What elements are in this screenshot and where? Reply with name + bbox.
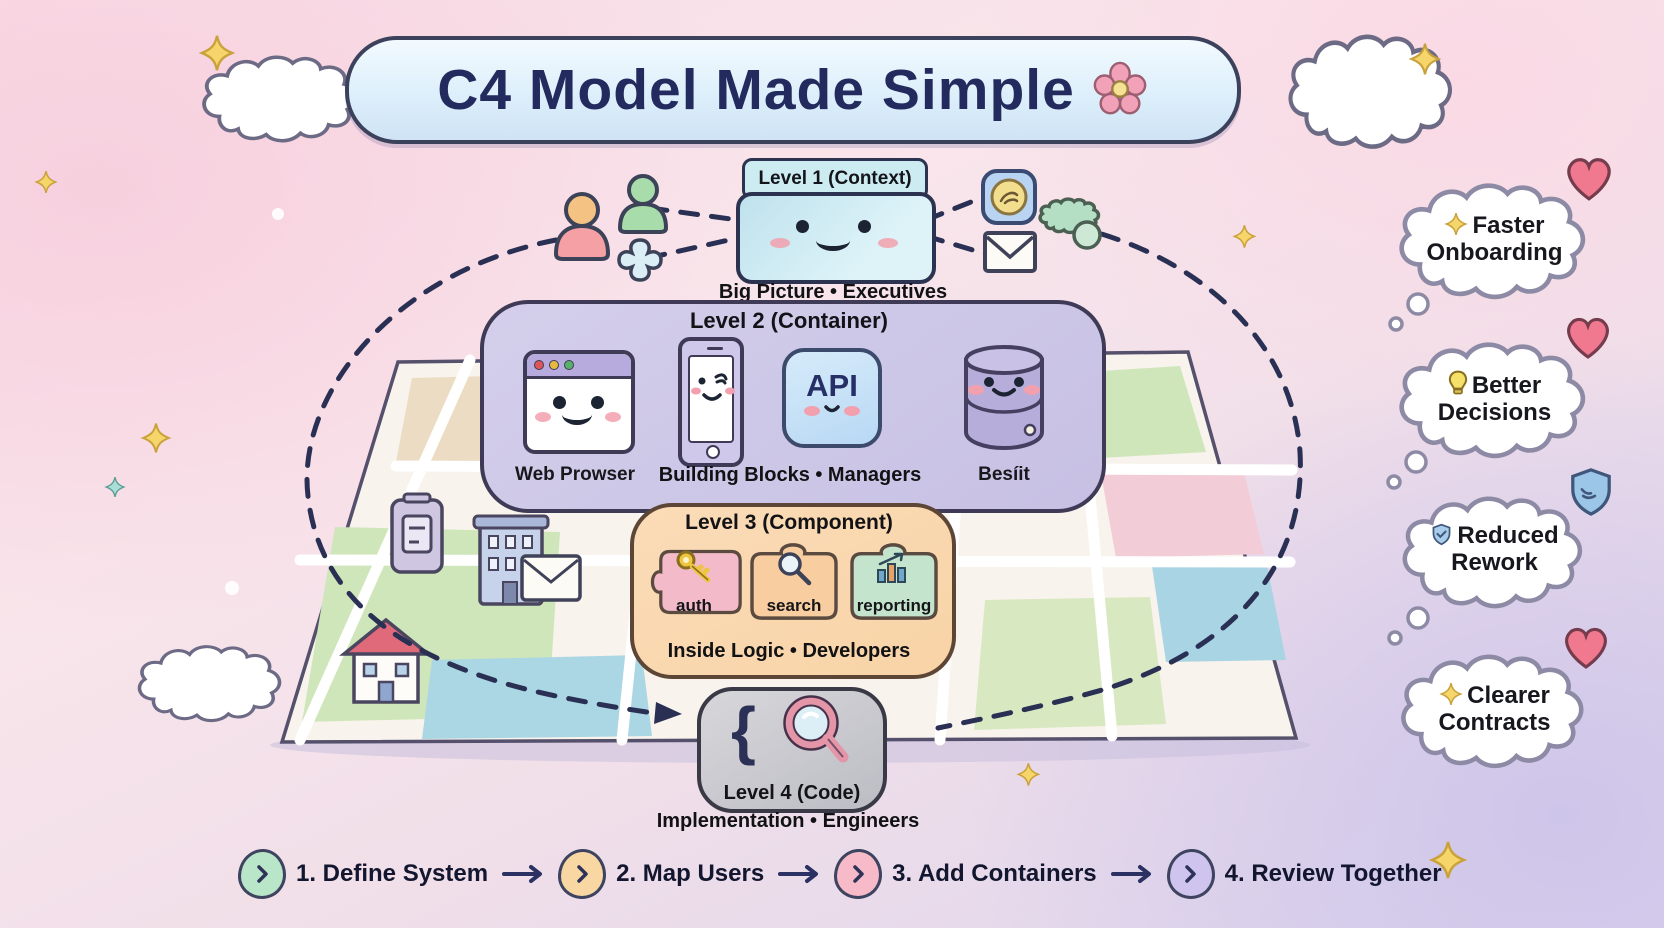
step-map-users: 2. Map Users: [558, 849, 764, 899]
level1-box: [736, 192, 936, 284]
kiosk-building-icon: [390, 492, 444, 574]
benefit-text: Better Decisions: [1437, 371, 1552, 426]
mobile-app-icon: [678, 337, 744, 467]
benefit-bubble-faster-onboarding: Faster Onboarding: [1392, 158, 1611, 310]
benefit-text: Faster Onboarding: [1426, 211, 1563, 266]
bubble-trail-dots: [1386, 292, 1430, 646]
api-icon: API: [782, 348, 882, 448]
sparkle-icon: [1440, 682, 1462, 706]
puzzle-auth-label: auth: [676, 596, 712, 615]
level3-label: Level 3 (Component): [685, 511, 893, 534]
step-define-system: 1. Define System: [238, 849, 488, 899]
puzzle-piece-search: search: [746, 540, 842, 624]
arrow-right-icon: [502, 865, 543, 883]
cloud-service-icon: [1038, 197, 1102, 250]
users-icons: [553, 174, 669, 282]
arrowhead-into-level4: [654, 702, 682, 724]
map-envelope-icon: [520, 554, 582, 602]
step-label: 1. Define System: [296, 860, 489, 887]
heart-icon: [1567, 317, 1609, 359]
level1-label: Level 1 (Context): [758, 168, 912, 189]
puzzle-search-label: search: [766, 596, 822, 615]
key-icon: [676, 550, 711, 583]
heart-icon: [1567, 158, 1611, 201]
step-label: 4. Review Together: [1224, 860, 1442, 887]
shield-check-icon: [1432, 523, 1451, 546]
title-banner: C4 Model Made Simple: [345, 36, 1241, 144]
level1-caption: Big Picture • Executives: [718, 281, 948, 303]
process-steps: 1. Define System 2. Map Users 3. Add Con…: [238, 846, 1442, 902]
level4-label: Level 4 (Code): [723, 782, 861, 804]
flower-icon: [1093, 61, 1147, 115]
puzzle-piece-reporting: reporting: [846, 540, 942, 624]
step1-chevron-icon: [238, 849, 286, 899]
api-label: API: [806, 367, 858, 403]
heart-icon: [1565, 627, 1607, 669]
page-title: C4 Model Made Simple: [437, 58, 1075, 122]
step-label: 2. Map Users: [616, 860, 765, 887]
step-add-containers: 3. Add Containers: [834, 849, 1097, 899]
house-icon: [339, 617, 433, 704]
step3-chevron-icon: [834, 849, 883, 899]
clover-icon: [617, 238, 663, 282]
puzzle-reporting-label: reporting: [856, 596, 932, 615]
benefit-text: Reduced Rework: [1451, 522, 1559, 576]
step-label: 3. Add Containers: [892, 860, 1097, 887]
database-icon: [964, 345, 1044, 451]
benefit-bubble-reduced-rework: Reduced Rework: [1392, 468, 1611, 618]
lightbulb-icon: [1448, 370, 1467, 394]
level2-caption: Building Blocks • Managers: [658, 464, 922, 486]
shield-badge-icon: [1571, 468, 1611, 516]
level4-box: { Level 4 (Code): [697, 687, 887, 813]
step4-chevron-icon: [1166, 849, 1215, 899]
envelope-icon: [983, 231, 1037, 273]
web-browser-label: Web Prowser: [514, 464, 636, 485]
user-orange-icon: [553, 192, 611, 261]
code-brace: {: [731, 694, 756, 766]
app-icon: [981, 169, 1037, 225]
browser-titlebar: [527, 354, 631, 379]
database-label: Besíit: [978, 464, 1030, 485]
dashed-flow-path: [304, 193, 1303, 731]
level2-label: Level 2 (Container): [689, 308, 889, 333]
level4-caption: Implementation • Engineers: [656, 810, 920, 832]
user-green-icon: [617, 174, 669, 234]
benefit-bubble-clearer-contracts: Clearer Contracts: [1392, 627, 1607, 778]
sparkle-icon: [1446, 212, 1467, 236]
arrow-right-icon: [1110, 865, 1151, 883]
web-browser-icon: [523, 350, 635, 454]
arrow-right-icon: [778, 865, 819, 883]
puzzle-piece-auth: auth: [646, 540, 742, 624]
level3-caption: Inside Logic • Developers: [667, 640, 911, 662]
step2-chevron-icon: [558, 849, 607, 899]
bar-chart-icon: [877, 552, 906, 583]
magnifier-icon: [778, 552, 812, 586]
step-review-together: 4. Review Together: [1166, 849, 1442, 899]
code-magnifier-icon: [783, 695, 849, 763]
benefit-bubble-better-decisions: Better Decisions: [1392, 317, 1609, 470]
context-system-icons: [981, 169, 1102, 273]
benefit-text: Clearer Contracts: [1438, 681, 1551, 736]
